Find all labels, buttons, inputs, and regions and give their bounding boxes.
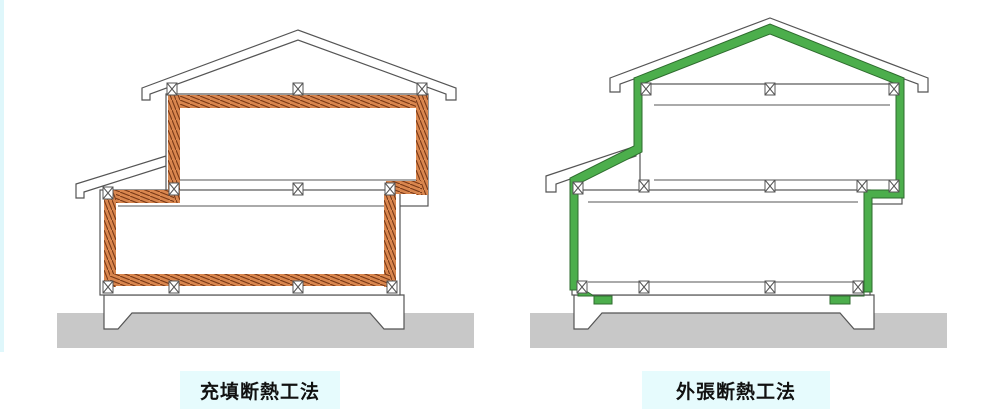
foundation-left [103,294,405,330]
house-sections-diagram [57,17,947,348]
exterior-insulation-base-left [577,285,613,305]
caption-fill-insulation: 充填断熱工法 [180,371,340,409]
left-edge-strip [0,0,4,352]
main-roof-left [141,29,457,101]
ground-right [530,313,947,348]
fill-insulation-house [57,29,474,348]
cavity-insulation [104,95,428,287]
exterior-insulation-base-right [829,286,865,305]
main-roof-right [609,17,929,93]
caption-exterior-insulation: 外張断熱工法 [642,371,830,409]
foundation-right [573,294,875,330]
lower-storey-right [571,189,871,296]
exterior-insulation-house [530,17,947,348]
